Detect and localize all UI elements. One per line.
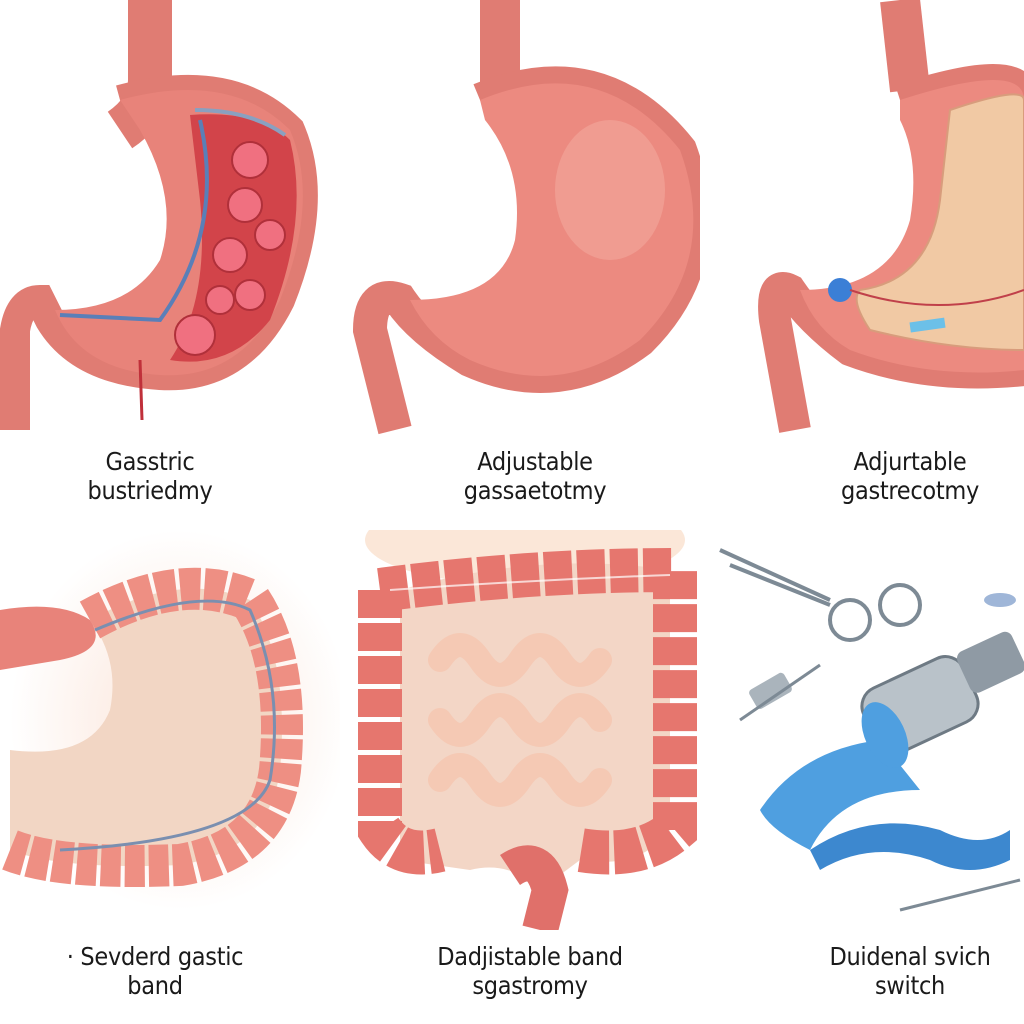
label-line-2: gassaetotmy (463, 476, 607, 505)
panel-6-label: Duidenal svich switch (790, 942, 1024, 1000)
panel-3-label: Adjurtable gastrecotmy (800, 447, 1020, 505)
intact-stomach-illustration (352, 0, 700, 435)
label-line-1: · Sevderd gastic (66, 942, 244, 971)
label-line-2: band (127, 971, 183, 1000)
band-port-device (860, 631, 1024, 768)
label-line-2: switch (874, 971, 945, 1000)
scissors-icon (719, 548, 922, 642)
label-line-2: bustriedmy (87, 476, 213, 505)
panel-adjustable-gassaetotmy (340, 0, 700, 440)
label-line-1: Adjurtable (853, 447, 967, 476)
stomach-port-illustration (758, 0, 1024, 433)
panel-2-label: Adjustable gassaetotmy (420, 447, 650, 505)
panel-sevderd-gastic-band (0, 530, 340, 930)
stomach-staple-illustration (0, 0, 318, 430)
label-line-2: sgastromy (472, 971, 588, 1000)
surgical-tools-illustration (719, 548, 1024, 912)
label-line-1: Adjustable (477, 447, 593, 476)
panel-1-label: Gasstric bustriedmy (40, 447, 260, 505)
panel-4-label: · Sevderd gastic band (20, 942, 290, 1000)
panel-adjurtable-gastrecotmy (700, 0, 1024, 440)
needle-icon (899, 878, 1021, 912)
panel-5-label: Dadjistable band sgastromy (400, 942, 660, 1000)
stomach-band-illustration (0, 530, 340, 910)
panel-gastric-bustriedmy (0, 0, 340, 440)
label-line-1: Gasstric (105, 447, 195, 476)
panel-duidenal-svich-switch (710, 530, 1024, 930)
intestines-illustration (358, 530, 697, 930)
panel-dadjistable-band-sgastromy (340, 530, 710, 930)
label-line-2: gastrecotmy (841, 476, 979, 505)
capsule-icon (984, 593, 1016, 607)
label-line-1: Dadjistable band (437, 942, 623, 971)
label-line-1: Duidenal svich (829, 942, 991, 971)
connector-icon (739, 663, 821, 722)
gastric-band-strap (760, 740, 920, 850)
